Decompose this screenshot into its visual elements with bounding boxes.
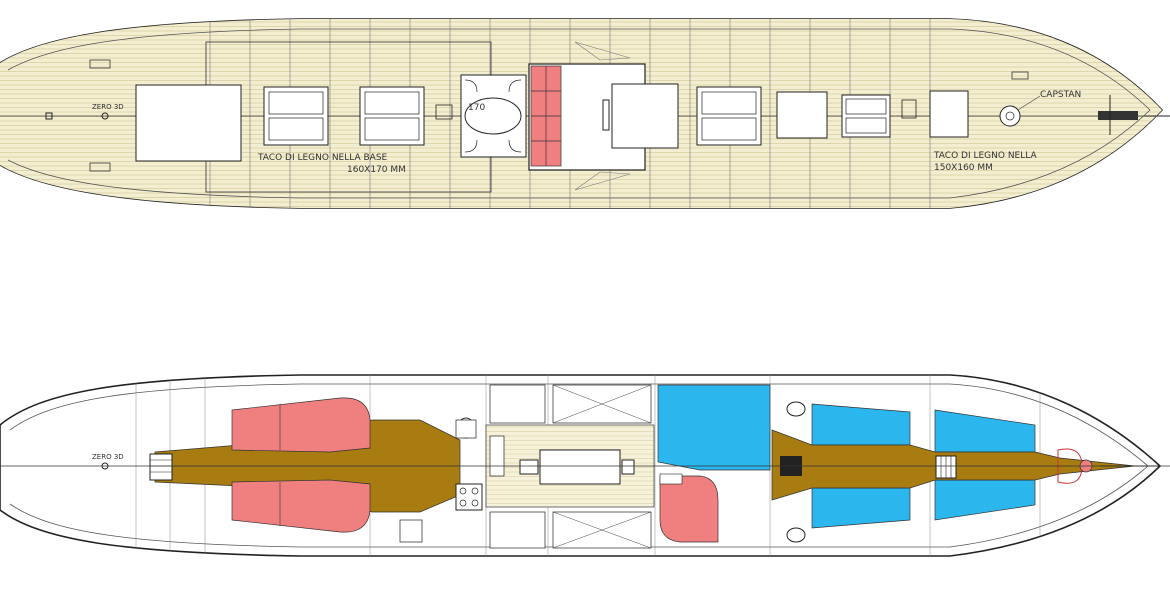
cleat-icon xyxy=(89,162,111,172)
aft-berth-port xyxy=(231,397,371,453)
guest-cabin-port xyxy=(657,384,771,471)
skylight xyxy=(359,86,425,146)
bow-fitting-icon xyxy=(1098,95,1170,135)
interior-zero-3d-label: ZERO 3D xyxy=(92,453,124,461)
crew-berth xyxy=(659,475,719,543)
skylight xyxy=(841,94,891,138)
skylight xyxy=(263,86,329,146)
aft-hatch xyxy=(135,84,242,162)
skylight xyxy=(696,86,762,146)
deck-capstan-label: CAPSTAN xyxy=(1040,90,1081,100)
cleat-icon xyxy=(1011,71,1029,80)
deck-plan: ZERO 3D 170 TACO DI LEGNO NELLA BASE 160… xyxy=(0,18,1170,209)
aft-berth-starboard xyxy=(231,479,371,533)
deck-taco-fwd-line2: 150X160 MM xyxy=(934,163,993,173)
deck-taco-aft-line1: TACO DI LEGNO NELLA BASE xyxy=(257,153,388,163)
deck-taco-fwd-line1: TACO DI LEGNO NELLA xyxy=(933,151,1037,161)
deck-dim-170: 170 xyxy=(468,103,485,113)
zero-3d-marker-icon xyxy=(101,112,109,120)
capstan-icon xyxy=(999,105,1021,127)
stove-icon xyxy=(455,483,483,511)
deck-zero-3d-label: ZERO 3D xyxy=(92,103,124,111)
deck-taco-aft-line2: 160X170 MM xyxy=(347,165,406,175)
companionway-steps xyxy=(149,453,173,481)
zero-3d-marker-icon xyxy=(101,462,109,470)
interior-plan: ZERO 3D xyxy=(0,374,1170,557)
cleat-icon xyxy=(89,59,111,69)
